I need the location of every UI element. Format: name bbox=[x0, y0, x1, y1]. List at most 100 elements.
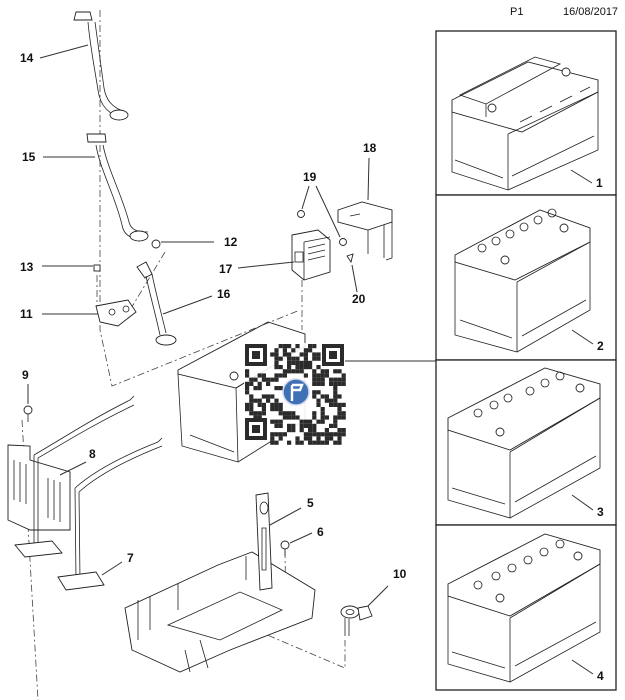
qr-module bbox=[316, 398, 321, 403]
qr-module bbox=[333, 440, 338, 445]
qr-module bbox=[274, 432, 279, 437]
qr-module bbox=[320, 381, 325, 386]
qr-module bbox=[291, 348, 296, 353]
callout-4: 4 bbox=[597, 669, 604, 683]
clip-10 bbox=[340, 605, 373, 636]
qr-module bbox=[257, 411, 262, 416]
cable-14 bbox=[73, 11, 129, 121]
qr-module bbox=[287, 360, 292, 365]
qr-module bbox=[312, 373, 317, 378]
qr-module bbox=[320, 394, 325, 399]
callout-20: 20 bbox=[352, 292, 366, 306]
qr-module bbox=[249, 411, 254, 416]
qr-module bbox=[316, 436, 321, 441]
clip-20 bbox=[346, 253, 354, 264]
qr-module bbox=[278, 407, 283, 412]
qr-module bbox=[257, 402, 262, 407]
qr-module bbox=[320, 407, 325, 412]
qr-module bbox=[316, 377, 321, 382]
qr-module bbox=[274, 440, 279, 445]
retaining-strap-5 bbox=[255, 492, 273, 591]
qr-module bbox=[308, 440, 313, 445]
qr-module bbox=[337, 394, 342, 399]
qr-module bbox=[333, 386, 338, 391]
qr-module bbox=[333, 419, 338, 424]
qr-module bbox=[278, 344, 283, 349]
qr-module bbox=[261, 394, 266, 399]
battery-2-drawing bbox=[454, 208, 591, 353]
qr-code-overlay[interactable] bbox=[244, 343, 346, 445]
qr-module bbox=[266, 394, 271, 399]
qr-module bbox=[270, 440, 275, 445]
qr-module bbox=[270, 432, 275, 437]
nut-19b bbox=[339, 238, 347, 246]
ground-cable-16 bbox=[136, 261, 177, 346]
qr-module bbox=[312, 390, 317, 395]
qr-module bbox=[295, 344, 300, 349]
qr-module bbox=[333, 394, 338, 399]
qr-module bbox=[278, 419, 283, 424]
qr-module bbox=[312, 440, 317, 445]
qr-module bbox=[312, 381, 317, 386]
qr-module bbox=[270, 419, 275, 424]
callout-6: 6 bbox=[317, 525, 324, 539]
qr-module bbox=[266, 398, 271, 403]
qr-module bbox=[320, 377, 325, 382]
callout-2: 2 bbox=[597, 339, 604, 353]
qr-module bbox=[299, 369, 304, 374]
bolt-6 bbox=[280, 540, 290, 556]
page-date: 16/08/2017 bbox=[563, 6, 619, 18]
qr-module bbox=[337, 436, 342, 441]
callout-8: 8 bbox=[89, 447, 96, 461]
qr-module bbox=[278, 423, 283, 428]
callout-19: 19 bbox=[303, 170, 317, 184]
qr-module bbox=[274, 373, 279, 378]
qr-module bbox=[295, 415, 300, 420]
callout-3: 3 bbox=[597, 505, 604, 519]
qr-module bbox=[312, 394, 317, 399]
qr-module bbox=[333, 381, 338, 386]
qr-module bbox=[245, 407, 250, 412]
qr-module bbox=[278, 432, 283, 437]
qr-module bbox=[295, 369, 300, 374]
qr-module bbox=[320, 373, 325, 378]
qr-module bbox=[341, 415, 346, 420]
qr-module bbox=[312, 432, 317, 437]
qr-module bbox=[299, 352, 304, 357]
fuse-box-cover-18 bbox=[337, 201, 393, 261]
qr-module bbox=[324, 369, 329, 374]
battery-3-drawing bbox=[447, 367, 601, 519]
nut-12 bbox=[151, 239, 161, 249]
cable-15 bbox=[86, 133, 149, 242]
qr-module bbox=[278, 386, 283, 391]
qr-module bbox=[312, 428, 317, 433]
qr-module bbox=[274, 386, 279, 391]
qr-module bbox=[287, 365, 292, 370]
qr-module bbox=[295, 356, 300, 361]
qr-module bbox=[295, 365, 300, 370]
qr-module bbox=[287, 411, 292, 416]
bolt-13 bbox=[93, 264, 101, 272]
qr-module bbox=[329, 436, 334, 441]
qr-module bbox=[291, 356, 296, 361]
qr-module bbox=[324, 373, 329, 378]
qr-module bbox=[333, 432, 338, 437]
qr-module bbox=[333, 423, 338, 428]
callout-9: 9 bbox=[22, 368, 29, 382]
qr-module bbox=[303, 432, 308, 437]
qr-module bbox=[295, 436, 300, 441]
qr-module bbox=[274, 365, 279, 370]
qr-module bbox=[333, 402, 338, 407]
qr-module bbox=[257, 415, 262, 420]
qr-module bbox=[266, 381, 271, 386]
qr-module bbox=[274, 360, 279, 365]
qr-module bbox=[303, 365, 308, 370]
qr-module bbox=[261, 402, 266, 407]
qr-module bbox=[324, 436, 329, 441]
qr-module bbox=[341, 377, 346, 382]
qr-module bbox=[282, 432, 287, 437]
assembly-line bbox=[99, 10, 301, 387]
qr-module bbox=[253, 398, 258, 403]
qr-module bbox=[253, 415, 258, 420]
terminal-clamp-11 bbox=[95, 299, 137, 327]
